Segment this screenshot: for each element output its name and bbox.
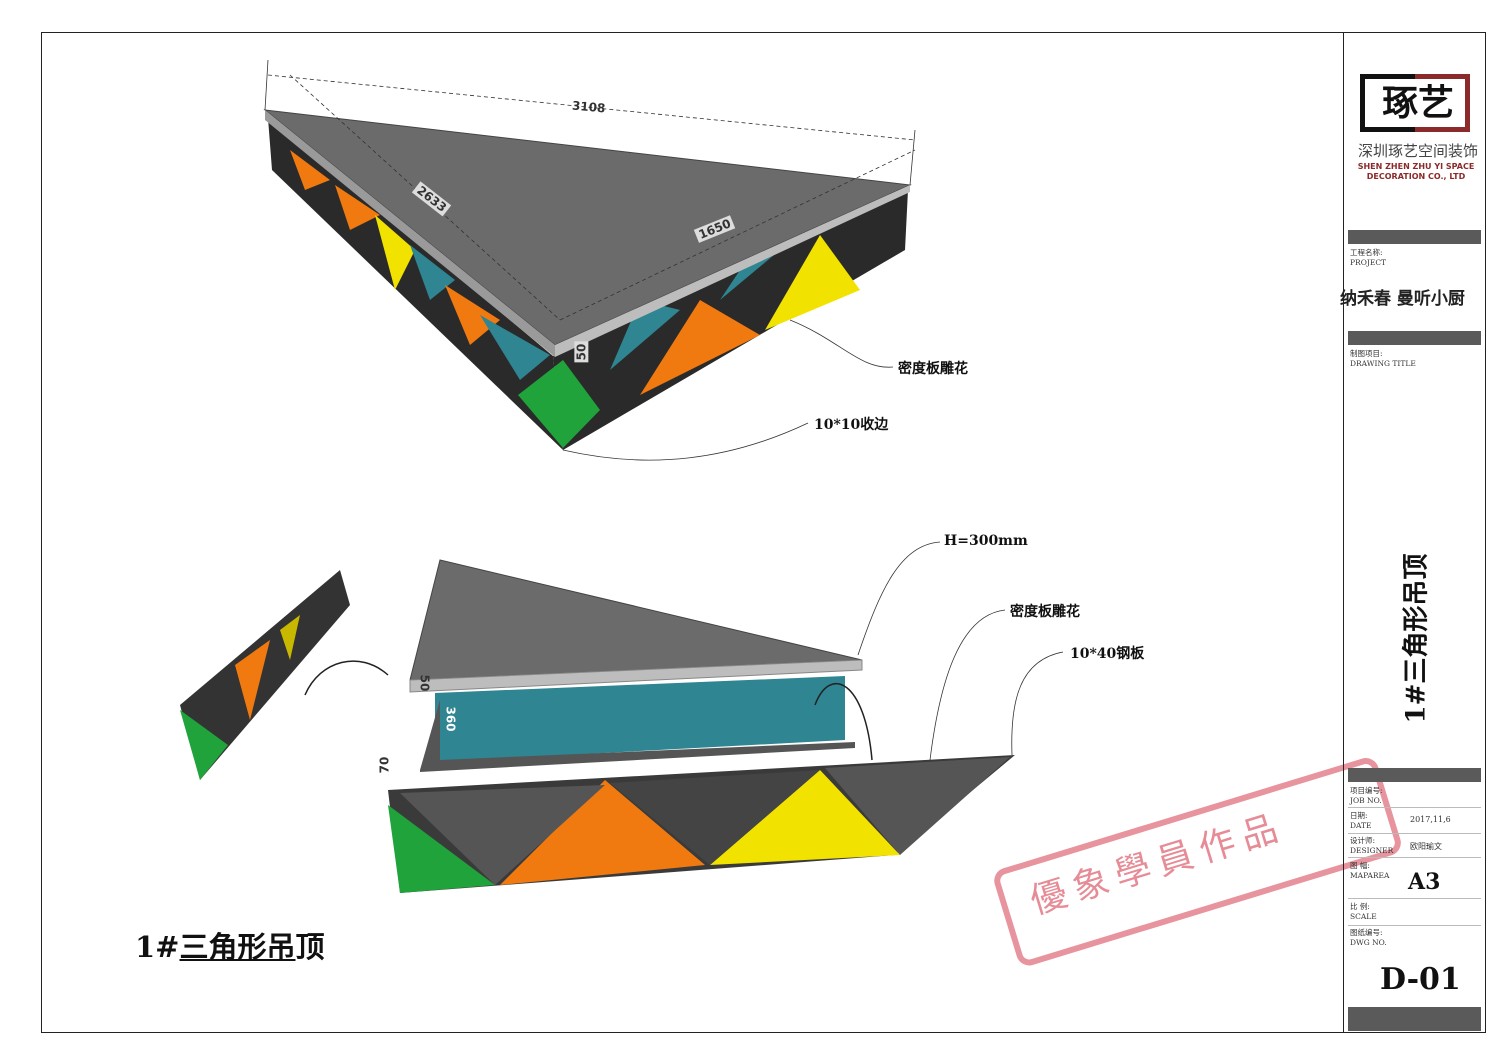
note-edge: 10*10收边 (814, 417, 889, 433)
edge-face (265, 110, 555, 357)
teal-panel (435, 676, 845, 762)
yellow-panel (375, 215, 415, 290)
green-corner-panel (518, 360, 600, 448)
maparea-label: 图 幅:MAPAREA (1350, 861, 1390, 880)
scale-label: 比 例:SCALE (1350, 902, 1377, 921)
edge-face (555, 185, 910, 357)
row-divider (1348, 898, 1481, 899)
yellow-panel (765, 235, 860, 330)
company-name-cn: 深圳琢艺空间装饰 (1358, 142, 1479, 160)
company-logo: 琢艺 (1360, 74, 1470, 134)
designer-value: 欧阳瑜文 (1410, 842, 1442, 851)
dim-mid: 360 (443, 706, 458, 732)
carved-strip (388, 755, 1015, 893)
leader-lines (264, 59, 916, 461)
orange-panel (335, 185, 380, 230)
note-carving-bottom: 密度板雕花 (1010, 604, 1080, 620)
orange-panel (640, 300, 760, 395)
exploded-model (180, 541, 1064, 893)
top-plate-edge (409, 659, 863, 693)
divider-bar (1348, 331, 1481, 345)
project-label: 工程名称:PROJECT (1350, 248, 1387, 267)
designer-label: 设计师:DESIGNER (1350, 836, 1394, 855)
top-ceiling-model (263, 59, 916, 461)
drawing-title-label: 制图项目:DRAWING TITLE (1350, 349, 1416, 368)
side-strip-small (180, 570, 350, 780)
date-label: 日期:DATE (1350, 811, 1372, 830)
orange-panel (445, 285, 500, 345)
row-divider (1348, 925, 1481, 926)
project-name: 纳禾春 曼听小厨 (1340, 289, 1465, 309)
divider-bar (1348, 230, 1481, 244)
title-prefix: 1# (135, 930, 180, 964)
orange-panel (290, 150, 330, 190)
teal-panel (480, 315, 550, 380)
drawing-title-vertical: 1#三角形吊顶 (1401, 553, 1432, 724)
divider-bar (1348, 768, 1481, 782)
dwg-no-label: 图纸编号:DWG NO. (1350, 928, 1387, 947)
leader-lines (857, 541, 1064, 761)
bottom-bar (1348, 1007, 1481, 1031)
drawing-title: 1#三角形吊顶 (135, 924, 325, 966)
title-block: 琢艺 深圳琢艺空间装饰 SHEN ZHEN ZHU YI SPACE DECOR… (1340, 32, 1486, 1033)
date-value: 2017,11,6 (1410, 815, 1451, 824)
note-carving-top: 密度板雕花 (898, 361, 968, 377)
dwg-no-value: D-01 (1380, 962, 1461, 997)
teal-panel (610, 300, 680, 370)
drawing-frame (41, 32, 1486, 1033)
note-steel: 10*40钢板 (1070, 646, 1145, 662)
top-plate (409, 559, 863, 681)
arrow-curve (304, 660, 389, 696)
row-divider (1348, 807, 1481, 808)
title-main: 三角形吊 (179, 930, 296, 964)
watermark-stamp (994, 758, 1401, 966)
dim-thickness: 50 (574, 341, 589, 363)
bottom-plate (420, 700, 855, 772)
dim-length: 3108 (571, 98, 606, 116)
note-height: H=300mm (944, 533, 1028, 549)
dim-top: 50 (417, 674, 432, 692)
row-divider (1348, 857, 1481, 858)
dim-bottom: 70 (377, 756, 392, 774)
job-no-label: 项目编号:JOB NO. (1350, 786, 1383, 805)
arrow-curve (814, 683, 873, 761)
maparea-value: A3 (1408, 869, 1441, 895)
title-suffix: 顶 (295, 930, 325, 964)
company-name-en: SHEN ZHEN ZHU YI SPACE DECORATION CO., L… (1357, 162, 1475, 181)
row-divider (1348, 833, 1481, 834)
teal-panel (410, 245, 455, 300)
